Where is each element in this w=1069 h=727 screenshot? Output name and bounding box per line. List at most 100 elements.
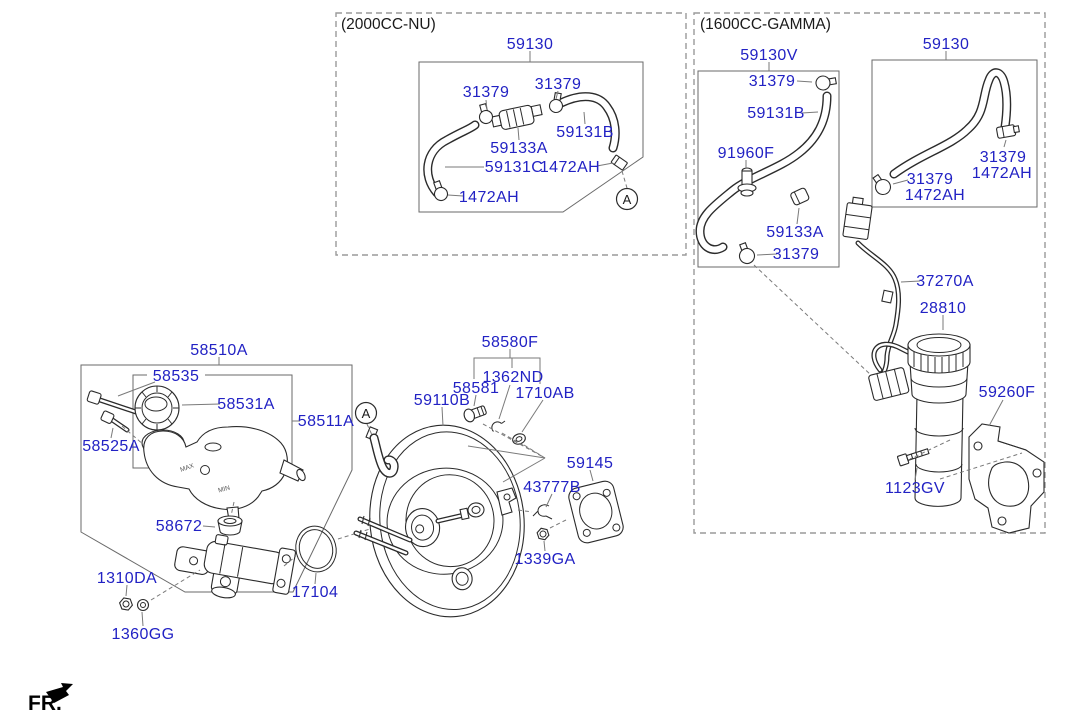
vacuum-pump-body bbox=[907, 333, 971, 507]
gamma-vacuum-pump-drawing bbox=[842, 196, 1045, 534]
callout-59260f: 59260F bbox=[979, 384, 1036, 401]
nu-section-border bbox=[335, 12, 687, 256]
callout-1472ah-nu-2: 1472AH bbox=[459, 189, 519, 206]
booster-view-ref-letter: A bbox=[362, 406, 371, 421]
pump-bolt bbox=[896, 448, 930, 467]
reservoir-tank: MAX MIN bbox=[143, 426, 306, 521]
booster-clevis bbox=[496, 487, 517, 516]
callout-1472ah-gh-2: 1472AH bbox=[905, 187, 965, 204]
master-cylinder-body bbox=[174, 534, 297, 599]
section-2000cc-nu: (2000CC-NU) bbox=[335, 12, 687, 256]
callout-1362nd: 1362ND bbox=[482, 369, 543, 386]
nu-check-valve bbox=[490, 104, 543, 130]
gamma-hose-v-drawing bbox=[695, 75, 837, 265]
gamma-section-title: (1600CC-GAMMA) bbox=[700, 16, 831, 33]
callout-91960f: 91960F bbox=[718, 145, 775, 162]
callout-59133a-gv: 59133A bbox=[766, 224, 824, 241]
mounting-washer bbox=[136, 598, 150, 612]
callout-31379-nu-2: 31379 bbox=[535, 76, 582, 93]
callout-58510a: 58510A bbox=[190, 342, 248, 359]
clip-1362nd bbox=[491, 420, 506, 432]
gamma-v-clamp-bottom bbox=[738, 242, 756, 265]
booster-view-reference-a: A bbox=[354, 401, 378, 425]
nu-connector-1472ah bbox=[610, 154, 628, 171]
callout-58672: 58672 bbox=[156, 518, 203, 535]
booster-pushrod bbox=[435, 507, 470, 524]
mounting-nut bbox=[118, 597, 134, 611]
front-direction-marker: FR. bbox=[28, 683, 73, 715]
callout-59110b: 59110B bbox=[414, 392, 470, 409]
gamma-hose-connector bbox=[996, 124, 1020, 139]
callout-58580f: 58580F bbox=[482, 334, 539, 351]
callout-31379-gh-1: 31379 bbox=[980, 149, 1027, 166]
reservoir-grommet bbox=[217, 515, 243, 536]
callout-1123gv: 1123GV bbox=[885, 480, 945, 497]
callout-37270a: 37270A bbox=[916, 273, 974, 290]
mc-label-mask bbox=[147, 368, 205, 383]
gamma-v-clamp-top bbox=[815, 75, 837, 91]
harness-clip bbox=[881, 289, 894, 304]
pump-connector bbox=[868, 367, 910, 401]
nu-view-ref-letter: A bbox=[623, 192, 632, 207]
harness-connector-top bbox=[842, 196, 873, 240]
master-cylinder-assembly: MAX MIN bbox=[80, 342, 371, 643]
brake-booster-assembly: A bbox=[353, 334, 624, 618]
nu-section-title: (2000CC-NU) bbox=[341, 16, 436, 33]
callout-31379-gv-2: 31379 bbox=[773, 246, 820, 263]
booster-studs bbox=[353, 515, 413, 556]
callout-58511a: 58511A bbox=[298, 413, 354, 430]
callout-31379-nu-1: 31379 bbox=[463, 84, 510, 101]
callout-58531a: 58531A bbox=[217, 396, 275, 413]
reservoir-min-mark: MIN bbox=[217, 484, 231, 494]
mounting-bolt-58581 bbox=[463, 405, 487, 423]
nu-clamp-left bbox=[478, 102, 494, 125]
pump-bracket bbox=[968, 423, 1045, 534]
gamma-hose-drawing bbox=[872, 68, 1020, 196]
mc-drawing: MAX MIN bbox=[86, 385, 371, 612]
callout-1360gg: 1360GG bbox=[112, 626, 175, 643]
nu-inner-box bbox=[418, 61, 644, 213]
callout-59133a-nu: 59133A bbox=[490, 140, 548, 157]
washer-1710ab bbox=[512, 433, 526, 445]
front-direction-arrow-icon bbox=[46, 683, 73, 703]
gamma-purge-valve bbox=[737, 167, 757, 197]
gamma-hose-clamp bbox=[872, 173, 892, 196]
callout-43777b: 43777B bbox=[523, 479, 581, 496]
mc-outer-box bbox=[80, 364, 353, 593]
nu-hose-clamp-1472ah bbox=[433, 180, 449, 202]
callout-59131b-gv: 59131B bbox=[747, 105, 805, 122]
callout-1710ab: 1710AB bbox=[515, 385, 574, 402]
callout-59130-nu: 59130 bbox=[507, 36, 554, 53]
booster-hardware bbox=[463, 349, 546, 483]
callout-59131c-nu: 59131C bbox=[485, 159, 543, 176]
callout-59131b-nu: 59131B bbox=[556, 124, 614, 141]
clevis-pin bbox=[532, 504, 553, 520]
clevis-nut bbox=[536, 527, 550, 541]
gamma-section-border bbox=[693, 12, 1046, 534]
callout-59130v: 59130V bbox=[740, 47, 798, 64]
callout-1339ga: 1339GA bbox=[514, 551, 575, 568]
callout-31379-gv-1: 31379 bbox=[749, 73, 796, 90]
callout-58581: 58581 bbox=[453, 380, 500, 397]
gamma-v-nipple bbox=[790, 187, 810, 206]
nu-vacuum-hose-drawing bbox=[423, 92, 628, 202]
callout-17104: 17104 bbox=[292, 584, 339, 601]
callout-59145: 59145 bbox=[567, 455, 614, 472]
booster-gasket bbox=[568, 480, 624, 544]
o-ring bbox=[295, 525, 337, 573]
reservoir-cap bbox=[134, 385, 180, 431]
section-1600cc-gamma: (1600CC-GAMMA) bbox=[693, 12, 1046, 534]
reservoir-max-mark: MAX bbox=[179, 462, 195, 474]
callout-59130-gamma: 59130 bbox=[923, 36, 970, 53]
callout-1472ah-nu-1: 1472AH bbox=[540, 159, 600, 176]
pump-cap-knurl bbox=[913, 351, 964, 373]
gamma-hose-box bbox=[871, 59, 1038, 208]
nu-clamp-right bbox=[548, 92, 564, 114]
callout-31379-gh-2: 31379 bbox=[907, 171, 954, 188]
callout-1472ah-gh-1: 1472AH bbox=[972, 165, 1032, 182]
callout-58525a: 58525A bbox=[82, 438, 140, 455]
callout-28810: 28810 bbox=[920, 300, 967, 317]
callout-58535: 58535 bbox=[153, 368, 200, 385]
